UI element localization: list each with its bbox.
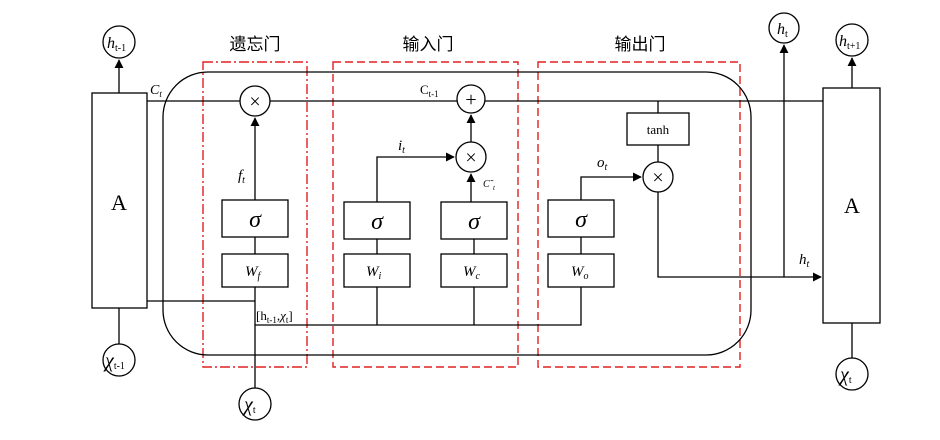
- cell-block-left-label: A: [111, 190, 127, 215]
- input-gate-title: 输入门: [403, 35, 454, 55]
- wf-label: Wf: [245, 264, 262, 282]
- node-h-prev-label: ht-1: [107, 35, 126, 54]
- ot-label: ot: [597, 155, 608, 173]
- node-h-next: [835, 23, 869, 57]
- node-h-top: [768, 12, 800, 44]
- it-label: it: [398, 138, 405, 156]
- cell-block-right-label: A: [844, 193, 860, 218]
- node-h-prev: [102, 25, 136, 59]
- input-add-symbol: +: [465, 89, 476, 111]
- wi-label: Wi: [366, 264, 382, 282]
- cell-block-left: [91, 92, 148, 309]
- node-x-next-label: χt: [838, 364, 852, 386]
- wo-box: [547, 253, 615, 288]
- sigma-box-candidate: [440, 201, 508, 240]
- ft-label: ft: [238, 168, 245, 186]
- wf-box: [221, 253, 289, 288]
- output-gate-region: [537, 61, 741, 368]
- concat-bus: [255, 287, 582, 326]
- arrow-ot-to-multiply: [580, 172, 642, 200]
- forget-multiply-symbol: ×: [249, 91, 260, 113]
- output-multiply-symbol: ×: [652, 167, 663, 189]
- output-gate-title: 输出门: [615, 35, 666, 55]
- sigma-forget: σ: [249, 207, 262, 233]
- wc-label: Wc: [463, 264, 481, 282]
- node-h-next-label: ht+1: [839, 33, 860, 52]
- input-multiply-symbol: ×: [465, 147, 476, 169]
- wo-label: Wo: [571, 264, 589, 282]
- node-x-curr-label: χt: [242, 394, 256, 416]
- ht-output-label: ht: [799, 252, 810, 270]
- cell-block-right: [822, 87, 881, 324]
- input-gate-region: [332, 61, 519, 368]
- sigma-output: σ: [575, 207, 588, 233]
- arrow-it-to-multiply: [376, 152, 455, 202]
- concat-label: [ht-1,χt]: [256, 308, 293, 325]
- c-tilde-label: C˜t: [483, 179, 496, 192]
- forget-gate-region: [202, 61, 308, 368]
- tanh-label: tanh: [647, 122, 670, 137]
- input-add-node: [456, 84, 486, 114]
- node-h-top-label: ht: [777, 21, 788, 40]
- forget-multiply-node: [239, 85, 271, 117]
- sigma-box-forget: [221, 199, 289, 238]
- cell-state-ct-label: Ct: [150, 83, 162, 99]
- cell-state-ct-prev-label: Ct-1: [420, 82, 439, 99]
- node-x-prev-label: χt-1: [103, 350, 125, 372]
- sigma-candidate: σ: [468, 209, 481, 235]
- sigma-input: σ: [371, 209, 384, 235]
- cell-boundary: [162, 71, 752, 356]
- forget-gate-title: 遗忘门: [230, 35, 281, 55]
- arrow-ht-to-cell-right: [657, 192, 822, 282]
